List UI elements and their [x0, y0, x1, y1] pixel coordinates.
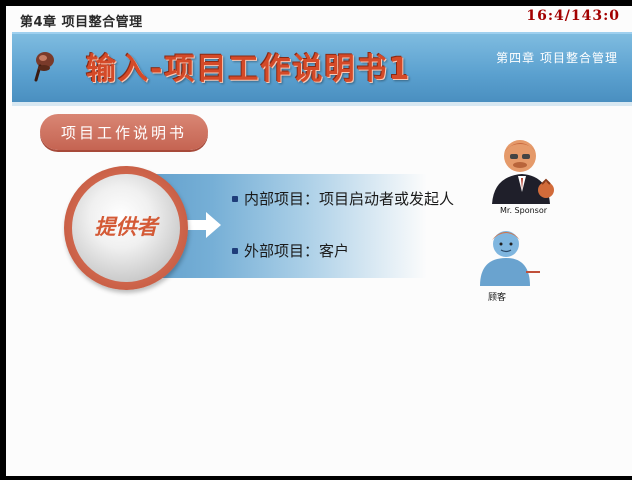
title-bar: 输入-项目工作说明书1 第四章 项目整合管理 [12, 32, 632, 106]
bullet-item-internal: 内部项目：项目启动者或发起人 [232, 188, 454, 209]
chapter-caption: 第4章 项目整合管理 [20, 15, 143, 30]
customer-caption: 顾客 [488, 293, 507, 303]
customer-figure-icon [480, 231, 540, 286]
title-divider [12, 102, 632, 106]
slide-title: 输入-项目工作说明书1 [86, 52, 412, 87]
pushpin-icon [34, 52, 54, 82]
bullet-icon [232, 195, 238, 202]
slide-canvas: 第4章 项目整合管理 16:4/143:0 输入-项目工作说明书1 第四章 项目… [6, 6, 632, 476]
bullet-text: 外部项目：客户 [244, 242, 350, 260]
chapter-label: 第四章 项目整合管理 [496, 51, 618, 65]
provider-label: 提供者 [94, 214, 158, 239]
provider-circle-inner [72, 174, 180, 282]
bullet-text: 内部项目：项目启动者或发起人 [244, 190, 455, 208]
bullet-item-external: 外部项目：客户 [232, 240, 349, 261]
sponsor-figure-icon [492, 140, 554, 204]
section-pill-label: 项目工作说明书 [60, 123, 187, 142]
arrow-right-icon [184, 212, 221, 238]
page-counter: 16:4/143:0 [526, 8, 620, 24]
bullet-icon [232, 247, 238, 254]
sponsor-caption: Mr. Sponsor [500, 206, 548, 215]
section-pill: 项目工作说明书 [40, 114, 208, 150]
